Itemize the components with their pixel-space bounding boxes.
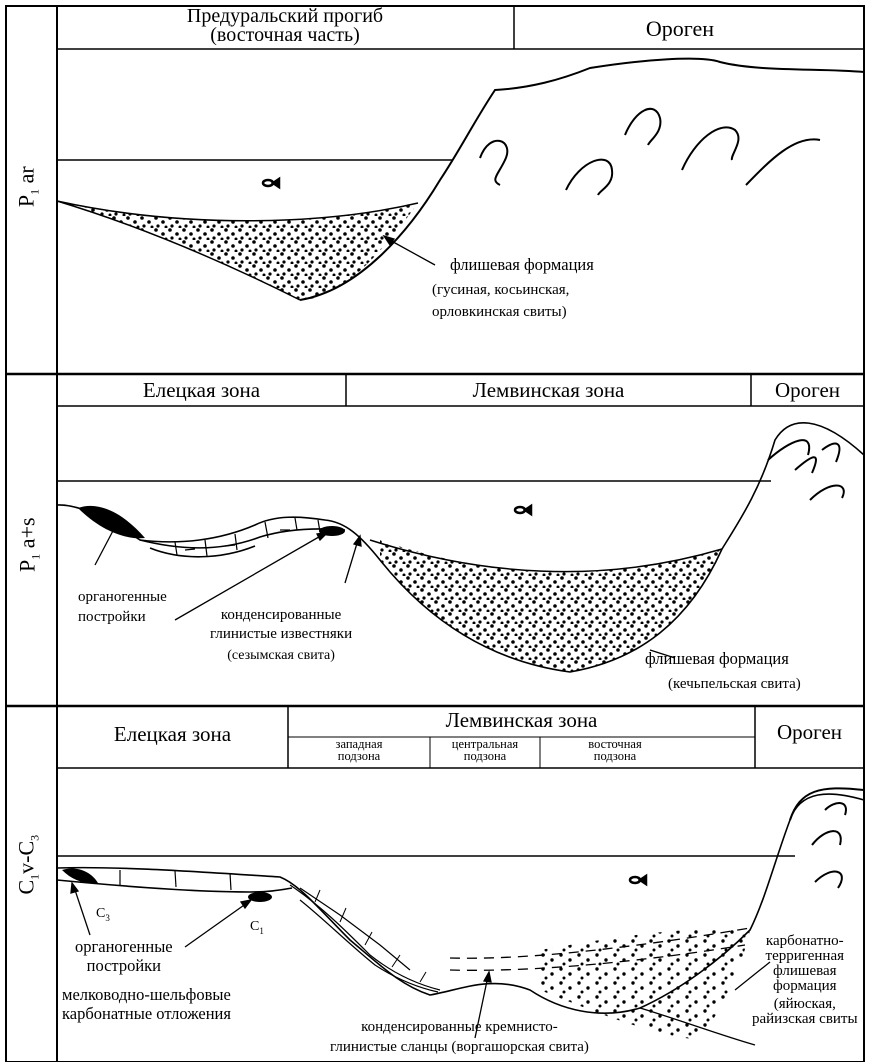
fish-icon [515, 506, 531, 514]
panel1-flysch-suites-1: (гусиная, косьинская, [432, 283, 569, 299]
panel3-limestone-ramp [290, 885, 440, 992]
panel1-flysch-suites-2: орловкинская свиты) [432, 305, 567, 321]
panel3-header-zone-eletskaya: Елецкая зона [57, 723, 288, 745]
fish-icon [263, 179, 279, 187]
panel1-header-left: Предуральский прогиб (восточная часть) [120, 7, 450, 45]
panel2-header-orogen: Ороген [751, 379, 864, 401]
panel2-flysch-suite: (кечьпельская свита) [668, 677, 801, 693]
panel2-header-zone-eletskaya: Елецкая зона [57, 379, 346, 401]
panel2-orogen-relief [768, 440, 844, 500]
panel2-age-label: P1 a+s [14, 500, 43, 590]
panel3-ramp-ticks [315, 890, 426, 982]
panel1-flysch-title: флишевая формация [450, 256, 594, 273]
panel3-reef-bodies [62, 869, 272, 902]
panel2-limestone-ticks [175, 518, 320, 556]
panel1-header-orogen: Ороген [560, 17, 800, 40]
panel3-age-label: C1v-C3 [13, 815, 42, 915]
panel2-condensed-label: конденсированные глинистые известняки (с… [210, 608, 352, 663]
panel3-shale-label: конденсированные кремнисто- глинистые сл… [330, 1020, 589, 1056]
panel2-seabed [57, 423, 864, 672]
panel2-header-zone-lemvinskaya: Лемвинская зона [346, 379, 751, 401]
panel3-flysch-label: карбонатно- терригенная флишевая формаци… [752, 934, 858, 1027]
fish-icon [630, 876, 646, 884]
panel2-flysch-title: флишевая формация [645, 650, 789, 667]
panel3-shelf [57, 794, 864, 1013]
panel3-c1-label: C1 [250, 920, 264, 936]
panel3-reef-label: органогенные постройки [75, 938, 173, 975]
panel1-age-label: P1 ar [13, 147, 42, 227]
panel1-flysch-basin [57, 201, 418, 300]
panel1-flysch-arrow [384, 236, 435, 265]
panel3-shelf-label: мелководно-шельфовые карбонатные отложен… [62, 986, 231, 1023]
panel2-reef-label: органогенные постройки [78, 590, 167, 626]
panel3-header-orogen: Ороген [755, 721, 864, 743]
panel3-header-zone-lemvinskaya: Лемвинская зона [288, 709, 755, 731]
panel3-c3-label: C3 [96, 907, 110, 923]
